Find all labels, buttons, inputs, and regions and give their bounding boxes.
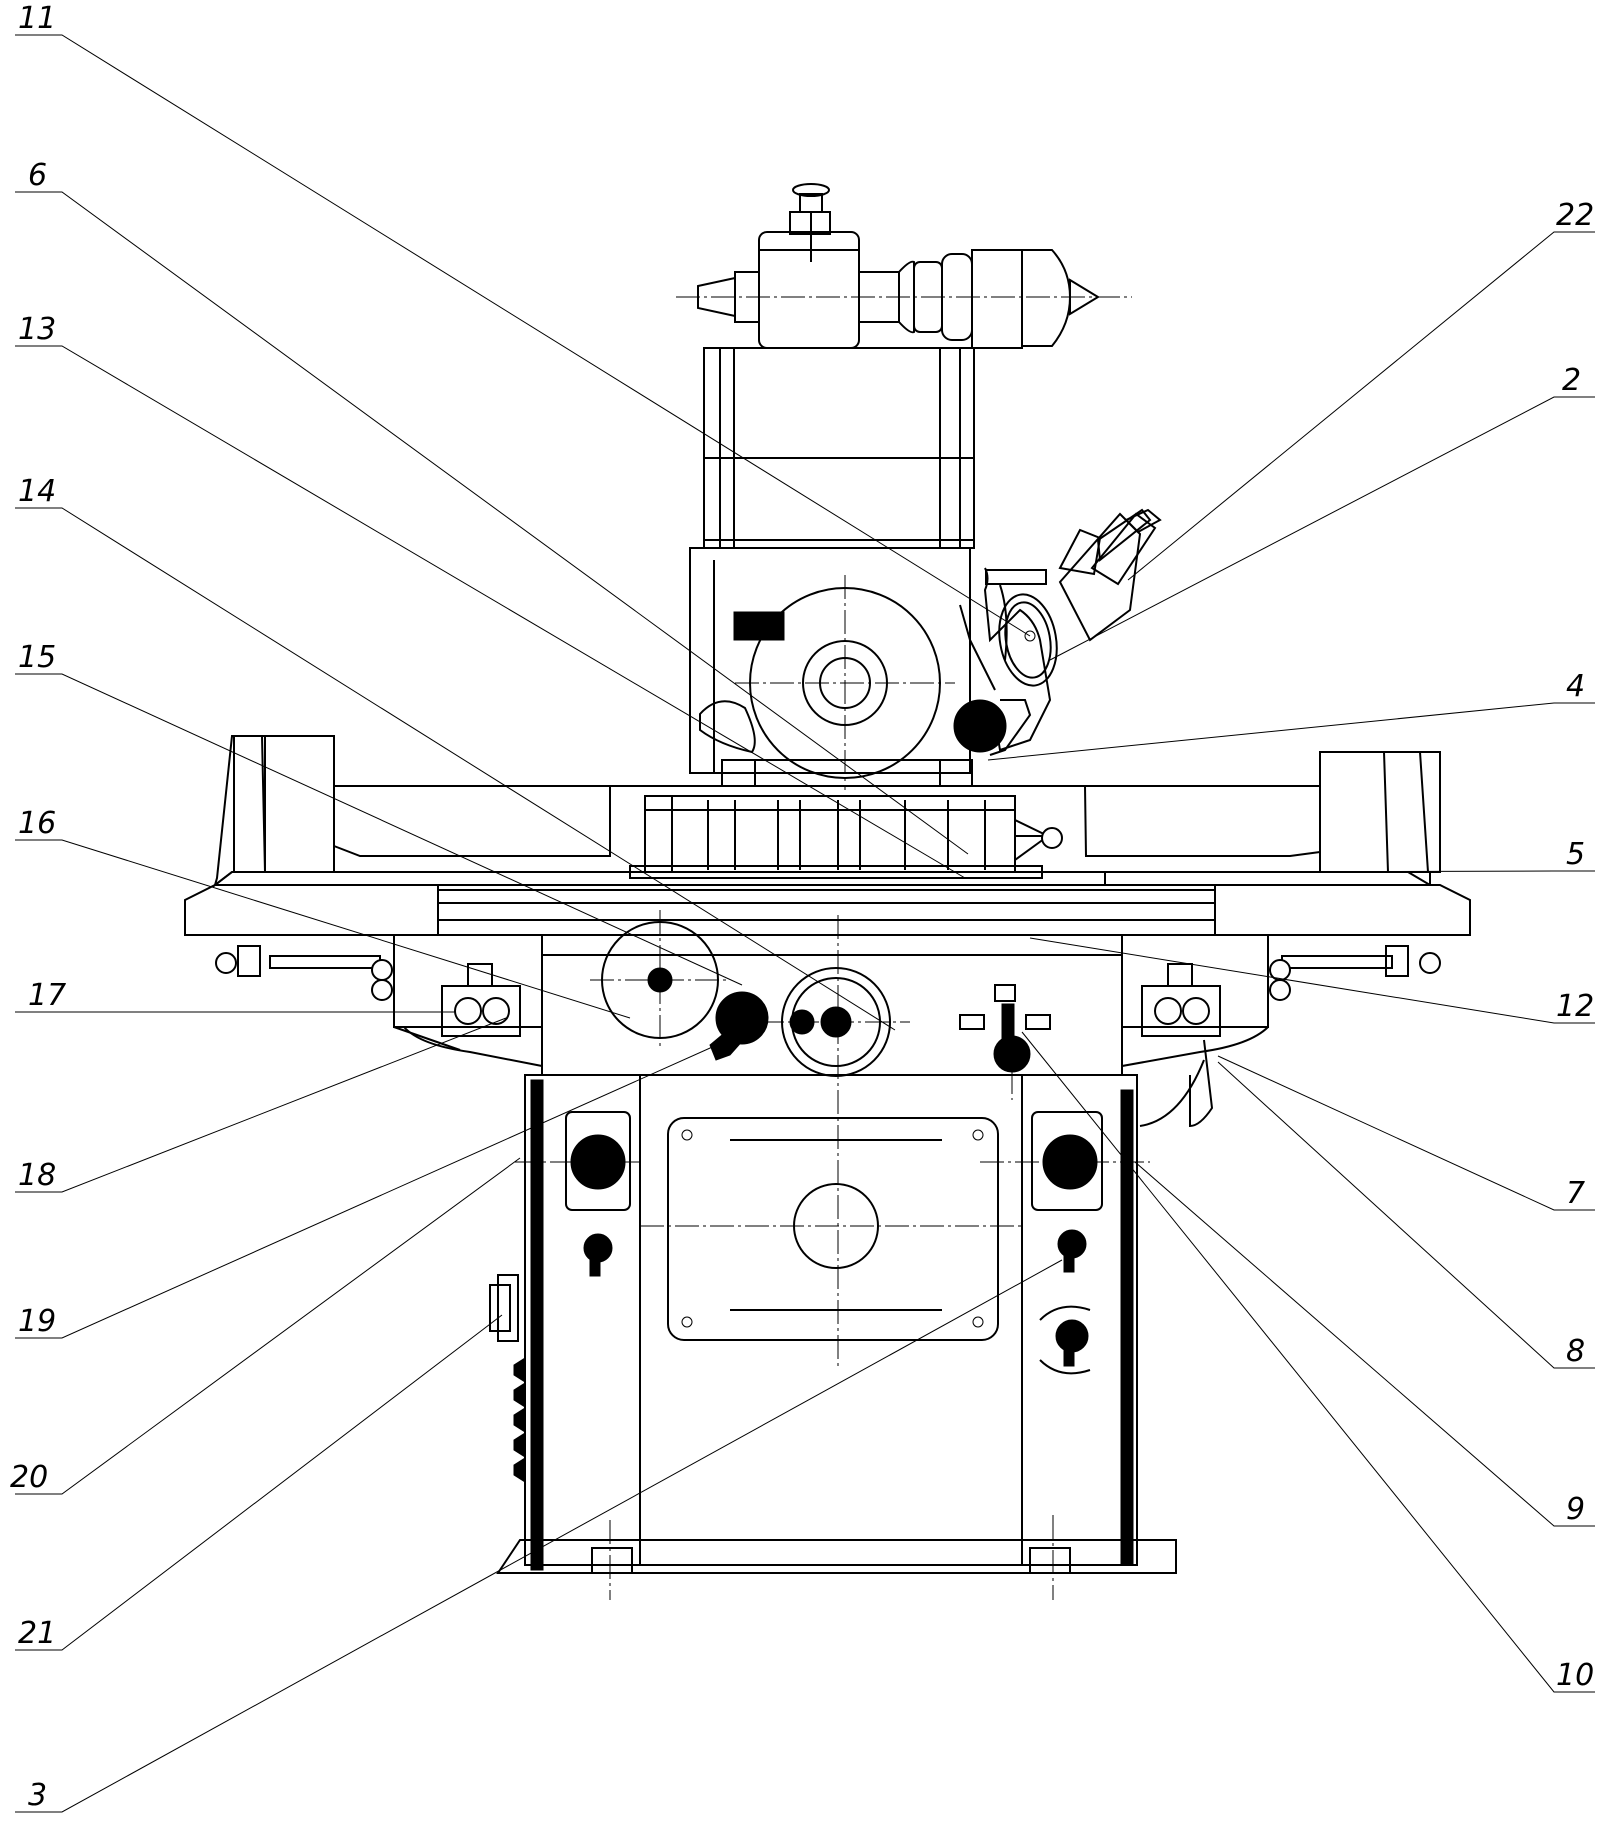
callout-11: 11 [18, 1, 56, 36]
callout-17: 17 [28, 978, 66, 1013]
callout-9: 9 [1566, 1492, 1585, 1527]
callout-8: 8 [1566, 1334, 1585, 1369]
magnetic-chuck [629, 795, 1063, 879]
callout-14: 14 [18, 474, 56, 509]
callout-2: 2 [1562, 363, 1581, 398]
callout-20: 20 [10, 1460, 48, 1495]
callout-12: 12 [1556, 989, 1594, 1024]
callout-3: 3 [28, 1778, 47, 1813]
head-handwheel [953, 508, 1162, 756]
top-dresser [676, 183, 1132, 349]
table [184, 735, 1471, 936]
callout-5: 5 [1566, 837, 1585, 872]
callout-22: 22 [1556, 198, 1594, 233]
callout-4: 4 [1566, 669, 1585, 704]
callout-6: 6 [28, 158, 47, 193]
callout-13: 13 [18, 312, 56, 347]
callout-labels: 11 6 13 14 15 16 17 18 19 20 21 3 22 2 4… [10, 1, 1594, 1813]
callout-16: 16 [18, 806, 56, 841]
callout-19: 19 [18, 1304, 56, 1339]
base-cabinet [489, 1074, 1177, 1600]
callout-10: 10 [1556, 1658, 1594, 1693]
callout-15: 15 [18, 640, 56, 675]
leader-lines [15, 34, 1595, 1813]
callout-7: 7 [1566, 1176, 1585, 1211]
saddle [215, 910, 1441, 1128]
callout-21: 21 [18, 1616, 56, 1651]
callout-18: 18 [18, 1158, 56, 1193]
column [689, 347, 975, 774]
